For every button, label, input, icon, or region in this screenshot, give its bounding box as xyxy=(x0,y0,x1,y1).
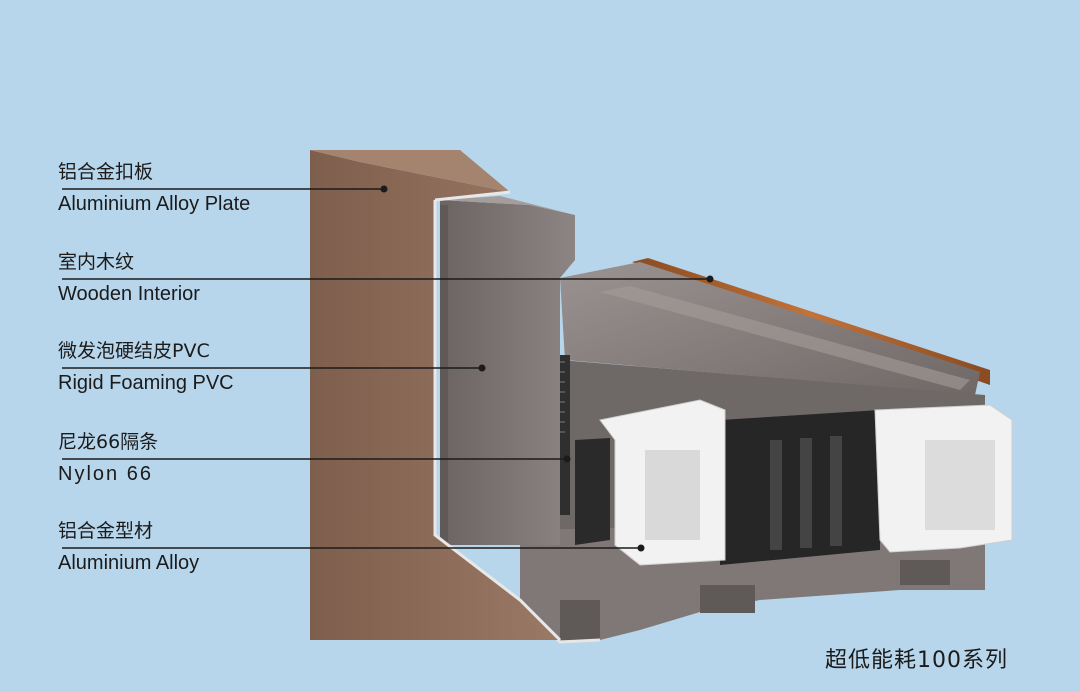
label-aluminium-alloy: 铝合金型材 Aluminium Alloy xyxy=(58,520,200,574)
vertical-frame xyxy=(440,200,575,545)
leader-dot-2 xyxy=(706,275,714,283)
base-foot-mid xyxy=(700,585,755,613)
label-cn: 尼龙66隔条 xyxy=(58,431,159,453)
vertical-frame-edge xyxy=(440,205,448,545)
leader-dot-1 xyxy=(380,185,388,193)
nylon-slot-2 xyxy=(800,438,812,548)
label-en: Aluminium Alloy Plate xyxy=(58,193,251,215)
leader-dot-4 xyxy=(563,455,571,463)
label-rigid-foaming-pvc: 微发泡硬结皮PVC Rigid Foaming PVC xyxy=(58,340,234,394)
label-cn: 铝合金型材 xyxy=(58,520,154,542)
profile-rail xyxy=(600,286,970,390)
leader-dot-3 xyxy=(478,364,486,372)
label-en: Aluminium Alloy xyxy=(58,552,200,574)
label-cn: 铝合金扣板 xyxy=(58,161,154,183)
leader-dots xyxy=(380,185,714,552)
base-foot-right xyxy=(900,560,950,585)
label-en: Nylon 66 xyxy=(58,463,153,485)
nylon-slot-1 xyxy=(770,440,782,550)
pvc-chamber-left-inner xyxy=(645,450,700,540)
leader-lines xyxy=(62,188,710,549)
nylon-slot-3 xyxy=(830,436,842,546)
alloy-plate-highlight-top xyxy=(434,190,511,202)
label-aluminium-alloy-plate: 铝合金扣板 Aluminium Alloy Plate xyxy=(58,161,251,215)
label-nylon-66: 尼龙66隔条 Nylon 66 xyxy=(58,431,159,485)
label-en: Wooden Interior xyxy=(58,283,200,305)
label-cn: 室内木纹 xyxy=(58,251,135,273)
leader-dot-5 xyxy=(637,544,645,552)
nylon-small-left xyxy=(575,438,610,545)
pvc-chamber-right-inner xyxy=(925,440,995,530)
series-caption: 超低能耗100系列 xyxy=(825,648,1008,673)
label-wooden-interior: 室内木纹 Wooden Interior xyxy=(58,251,200,305)
base-foot-left xyxy=(560,600,600,640)
vertical-frame-top xyxy=(440,196,575,215)
label-en: Rigid Foaming PVC xyxy=(58,372,234,394)
alloy-plate-top xyxy=(310,150,510,192)
label-cn: 微发泡硬结皮PVC xyxy=(58,340,210,362)
